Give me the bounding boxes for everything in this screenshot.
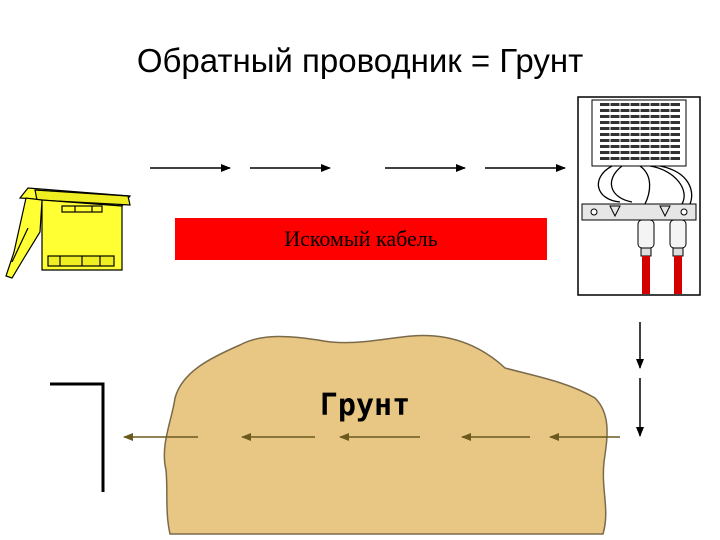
ground-area <box>163 334 608 535</box>
locator-device-icon <box>5 187 132 279</box>
ground-label: Грунт <box>319 388 411 423</box>
lead-left <box>642 256 650 294</box>
lead-right <box>674 256 682 294</box>
ground-stake <box>50 382 105 492</box>
cable-label: Искомый кабель <box>284 226 438 251</box>
terminal-panel-icon <box>577 96 701 296</box>
cable-bar <box>175 218 547 260</box>
slide-title: Обратный проводник = Грунт <box>136 42 584 79</box>
